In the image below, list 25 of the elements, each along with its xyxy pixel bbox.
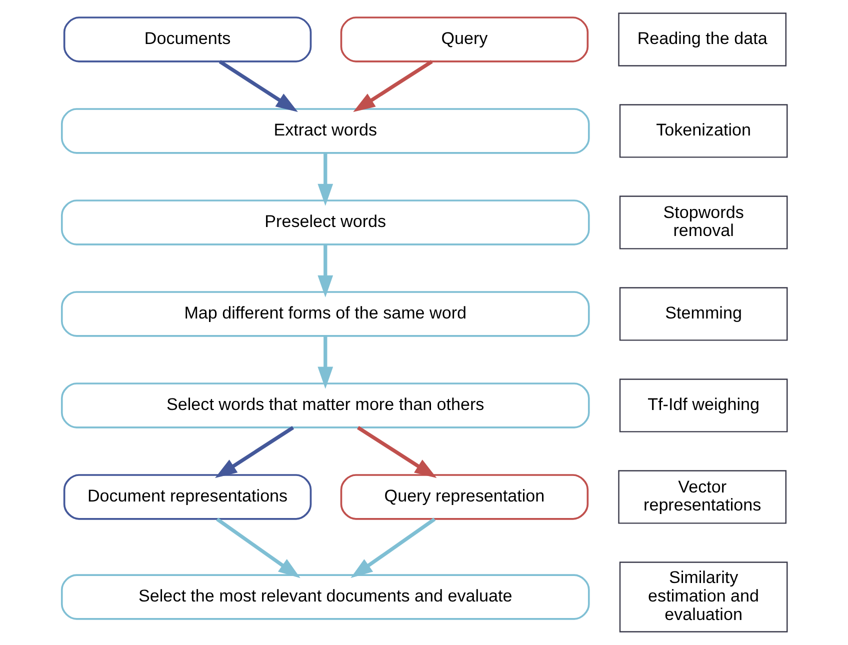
node-box: Select words that matter more than others [60, 382, 590, 428]
node-box: Vector representations [618, 470, 786, 524]
arrow [218, 60, 298, 112]
node-box: Tokenization [618, 104, 788, 158]
arrow [317, 336, 333, 389]
node-box: Query [340, 16, 588, 62]
arrow [356, 426, 436, 478]
arrow [317, 244, 333, 298]
node-box: Document representations [62, 474, 312, 520]
node-box: Stemming [618, 287, 788, 341]
node-box: Stopwords removal [618, 196, 788, 250]
node-box: Select the most relevant documents and evaluate [60, 574, 590, 620]
arrow [216, 518, 300, 578]
node-box: Tf-Idf weighing [618, 378, 788, 432]
node-box: Similarity estimation and evaluation [618, 562, 788, 632]
arrow [214, 426, 294, 478]
node-box: Extract words [60, 108, 590, 154]
node-box: Map different forms of the same word [60, 291, 590, 337]
node-box: Preselect words [60, 200, 590, 246]
node-box: Query representation [340, 474, 588, 520]
arrow [352, 60, 432, 112]
arrow [350, 518, 436, 578]
arrow [317, 153, 333, 206]
node-box: Documents [62, 16, 312, 62]
node-box: Reading the data [618, 12, 786, 66]
